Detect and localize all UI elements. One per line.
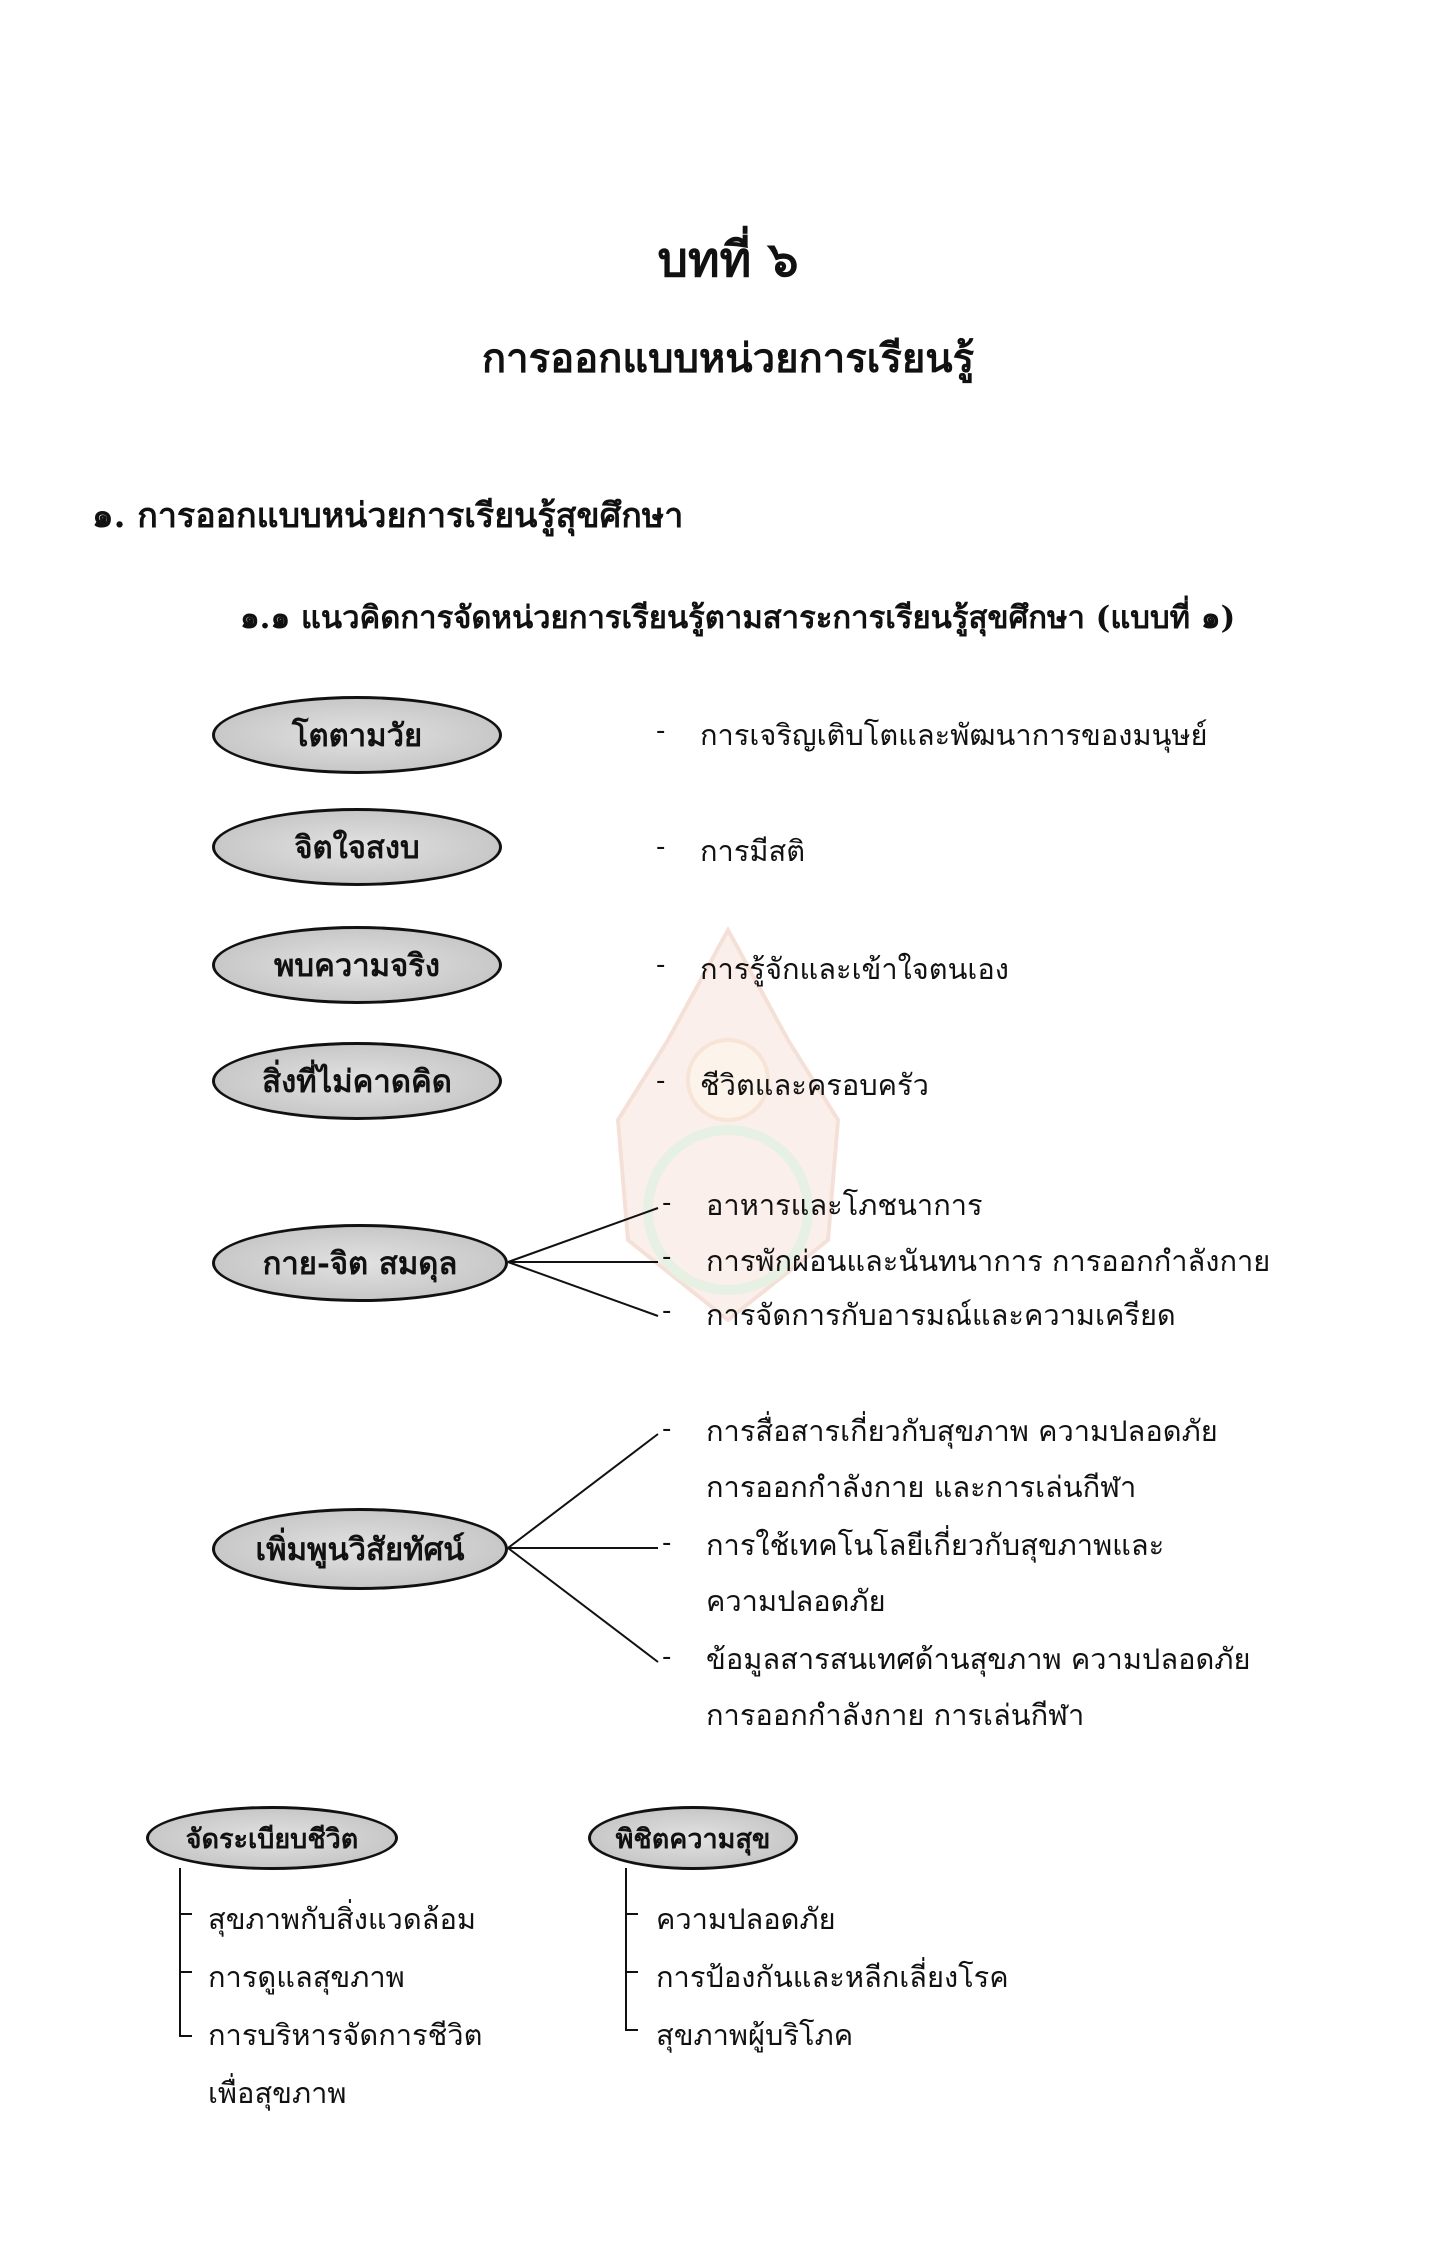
unit-oval-truth: พบความจริง — [212, 926, 502, 1004]
topic-text: การใช้เทคโนโลยีเกี่ยวกับสุขภาพและ — [706, 1528, 1165, 1562]
chapter-subtitle: การออกแบบหน่วยการเรียนรู้ — [481, 335, 975, 382]
bullet-dash: - — [662, 1642, 672, 1672]
topic-text: การจัดการกับอารมณ์และความเครียด — [706, 1298, 1176, 1332]
chapter-title: บทที่ ๖ — [657, 232, 799, 288]
unit-oval-conquer-happiness: พิชิตความสุข — [588, 1806, 798, 1870]
topic-text: การบริหารจัดการชีวิต — [208, 2018, 483, 2052]
topic-text: การพักผ่อนและนันทนาการ การออกกำลังกาย — [706, 1244, 1271, 1278]
topic-text: ความปลอดภัย — [656, 1902, 836, 1936]
bullet-dash: - — [662, 1528, 672, 1558]
section-heading: ๑. การออกแบบหน่วยการเรียนรู้สุขศึกษา — [92, 496, 684, 536]
connector-line — [625, 1868, 638, 2031]
topic-text: การเจริญเติบโตและพัฒนาการของมนุษย์ — [700, 718, 1208, 752]
topic-text: การดูแลสุขภาพ — [208, 1960, 405, 1994]
topic-text: การสื่อสารเกี่ยวกับสุขภาพ ความปลอดภัย — [706, 1414, 1218, 1448]
topic-text: สุขภาพผู้บริโภค — [656, 2018, 854, 2052]
topic-text: การออกกำลังกาย และการเล่นกีฬา — [706, 1470, 1137, 1504]
topic-text: การออกกำลังกาย การเล่นกีฬา — [706, 1698, 1085, 1732]
topic-text: การป้องกันและหลีกเลี่ยงโรค — [656, 1960, 1009, 1994]
bullet-dash: - — [662, 1414, 672, 1444]
topic-text: เพื่อสุขภาพ — [208, 2076, 347, 2110]
unit-oval-unexpected: สิ่งที่ไม่คาดคิด — [212, 1042, 502, 1120]
subsection-heading: ๑.๑ แนวคิดการจัดหน่วยการเรียนรู้ตามสาระก… — [240, 600, 1236, 636]
topic-text: การรู้จักและเข้าใจตนเอง — [700, 952, 1009, 986]
connector-line — [179, 1868, 192, 2037]
bullet-dash: - — [662, 1188, 672, 1218]
bullet-dash: - — [662, 1296, 672, 1326]
bullet-dash: - — [656, 1066, 666, 1096]
connector-line — [507, 1547, 659, 1663]
unit-oval-broaden-vision: เพิ่มพูนวิสัยทัศน์ — [212, 1508, 508, 1590]
unit-oval-organize-life: จัดระเบียบชีวิต — [146, 1806, 398, 1870]
topic-text: อาหารและโภชนาการ — [706, 1188, 983, 1222]
topic-text: สุขภาพกับสิ่งแวดล้อม — [208, 1902, 476, 1936]
topic-text: ชีวิตและครอบครัว — [700, 1068, 929, 1102]
topic-text: การมีสติ — [700, 834, 806, 868]
unit-oval-calm-mind: จิตใจสงบ — [212, 808, 502, 886]
topic-text: ข้อมูลสารสนเทศด้านสุขภาพ ความปลอดภัย — [706, 1642, 1251, 1676]
bullet-dash: - — [662, 1242, 672, 1272]
connector-line — [507, 1433, 659, 1549]
bullet-dash: - — [656, 716, 666, 746]
unit-oval-body-mind-balance: กาย-จิต สมดุล — [212, 1224, 508, 1302]
bullet-dash: - — [656, 950, 666, 980]
bullet-dash: - — [656, 832, 666, 862]
unit-oval-grow: โตตามวัย — [212, 696, 502, 774]
topic-text: ความปลอดภัย — [706, 1584, 886, 1618]
